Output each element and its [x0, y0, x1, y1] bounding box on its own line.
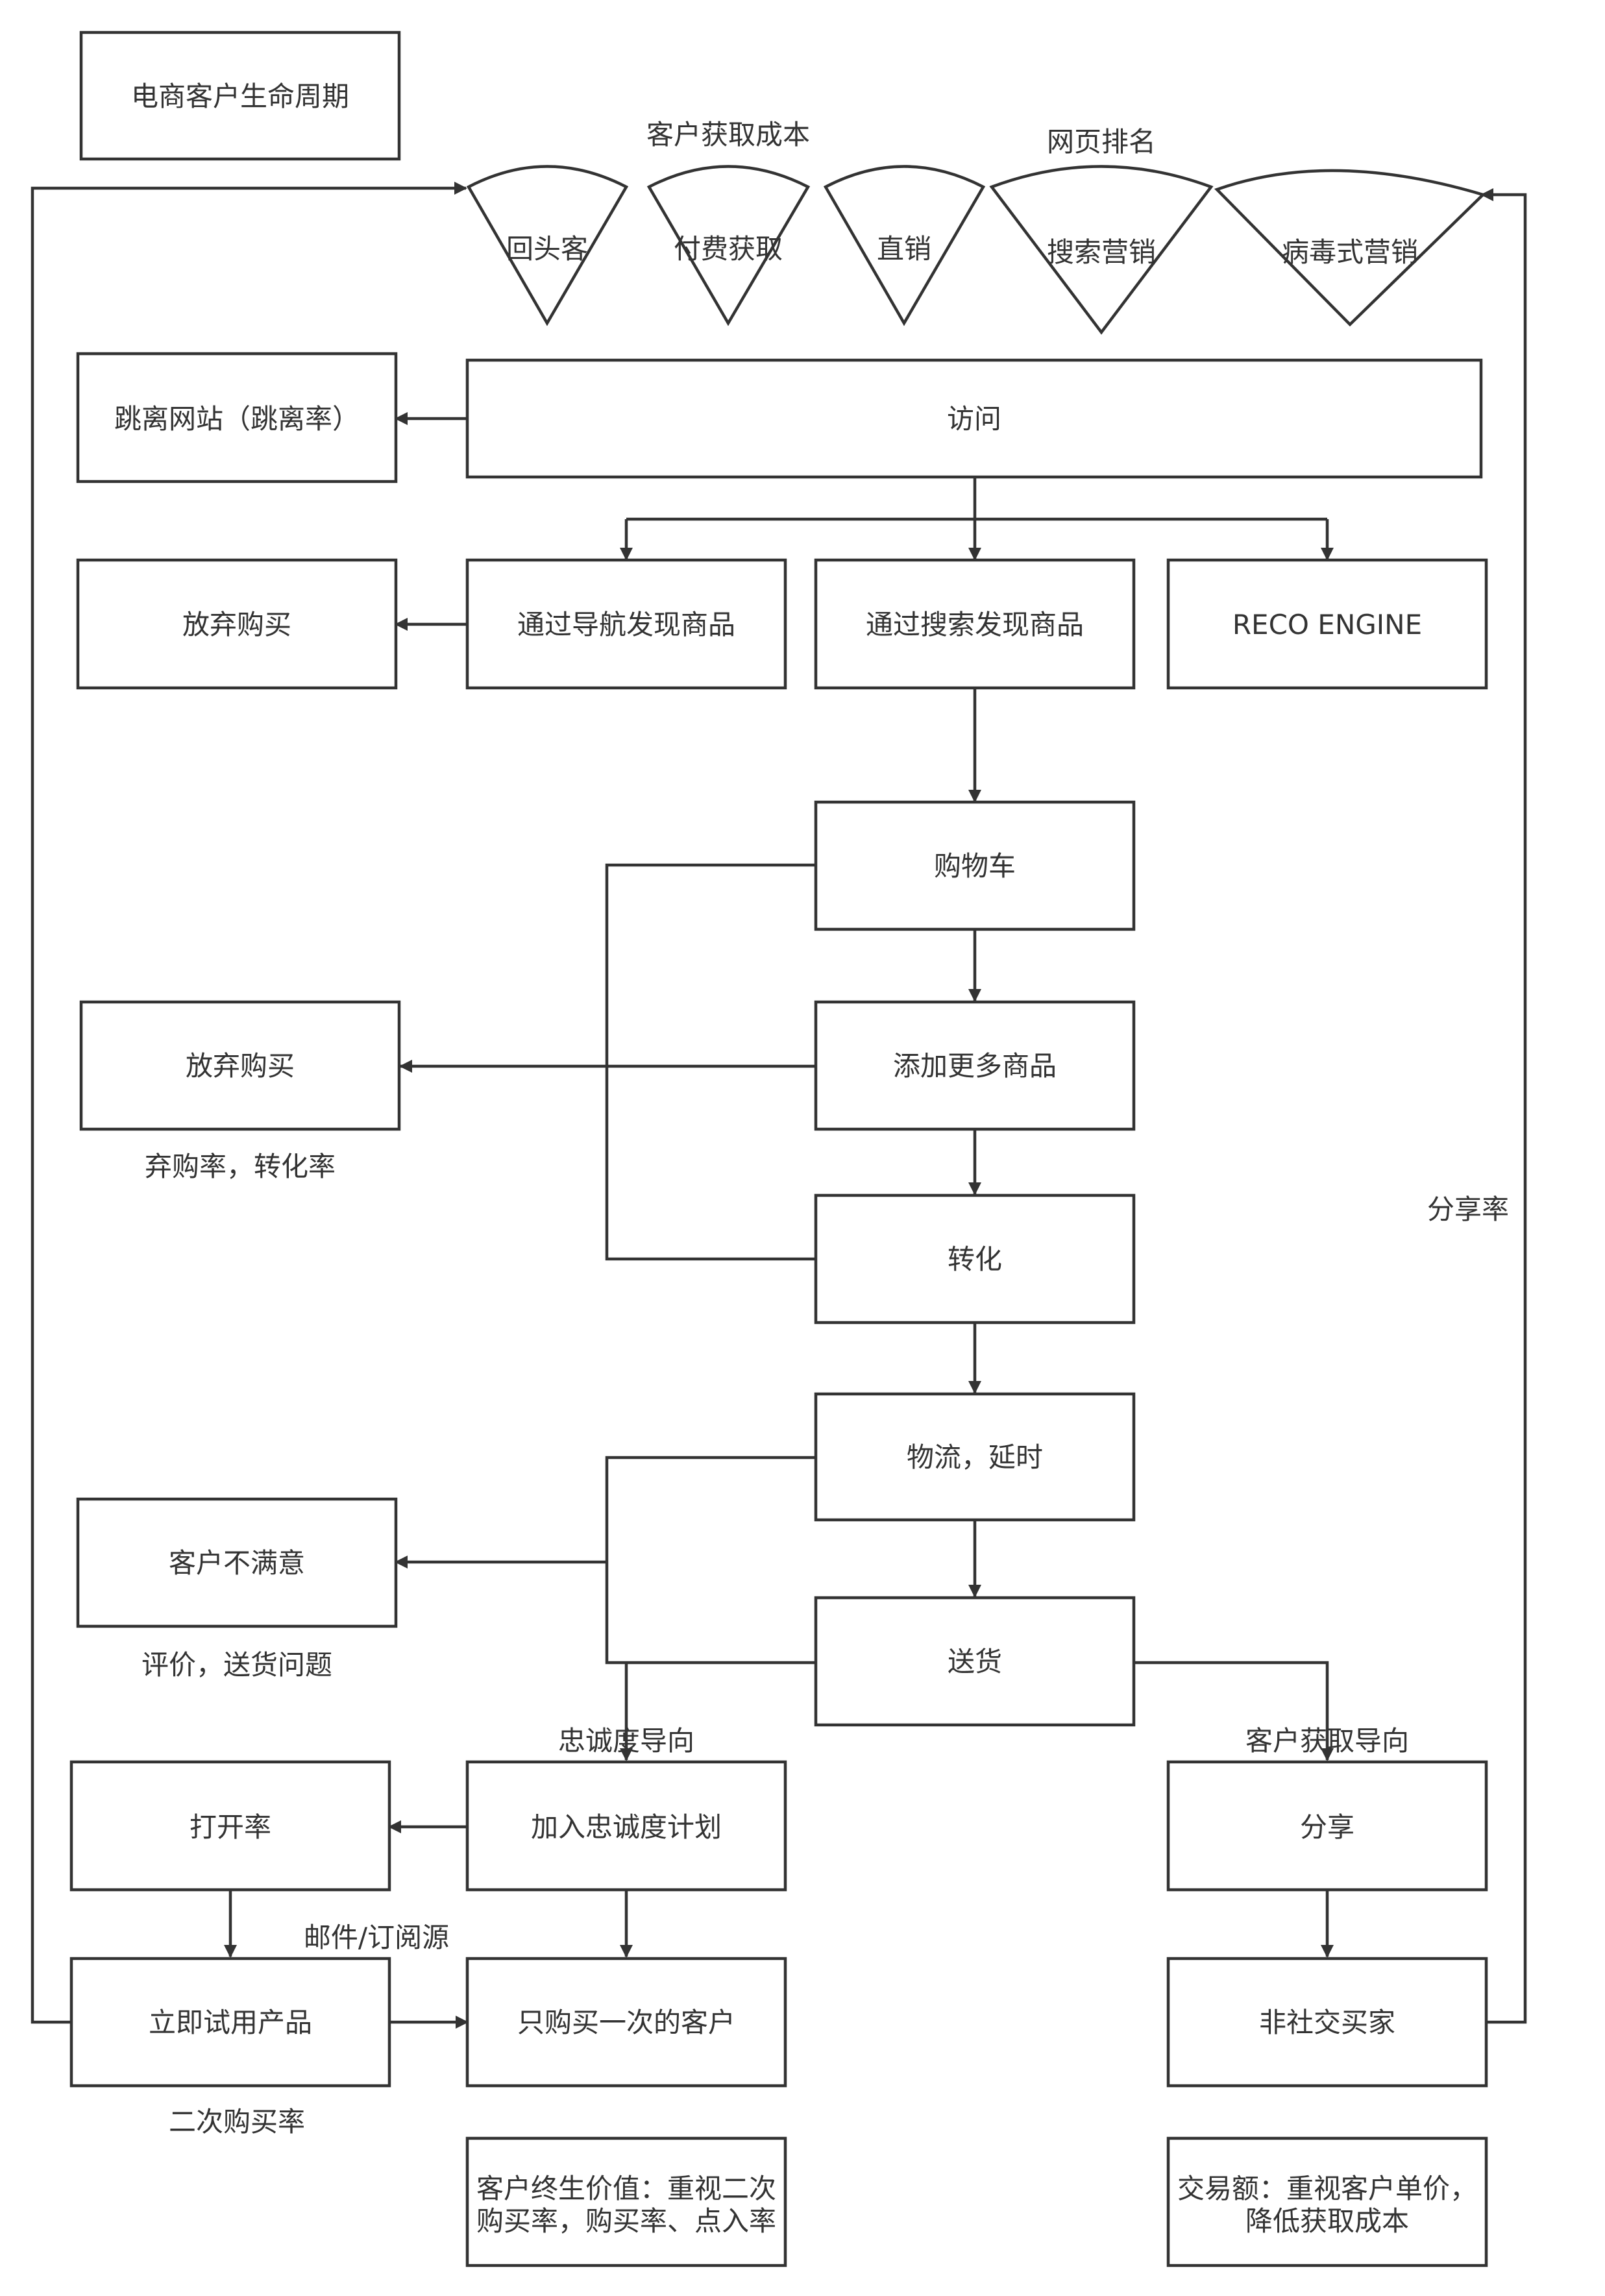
channel-viral: 病毒式营销 [1214, 169, 1486, 327]
edge-loop-returning [31, 181, 468, 2024]
box-unsatisfied-label: 客户不满意 [169, 1547, 305, 1579]
box-visit-label: 访问 [947, 403, 1001, 435]
edge-cart-bracket [605, 863, 816, 1261]
label-acquisition-cost: 客户获取成本 [646, 119, 810, 151]
box-gmv-line1: 交易额：重视客户单价， [1177, 2173, 1477, 2204]
label-share-rate: 分享率 [1427, 1193, 1509, 1225]
box-loyalty-plan: 加入忠诚度计划 [465, 1760, 787, 1892]
channel-returning: 回头客 [466, 165, 629, 326]
box-try-now: 立即试用产品 [69, 1957, 391, 2088]
box-bounce-label: 跳离网站（跳离率） [114, 403, 360, 435]
box-open-rate-label: 打开率 [190, 1811, 271, 1843]
channel-paid-label: 付费获取 [674, 233, 783, 265]
label-page-rank: 网页排名 [1047, 126, 1156, 158]
box-delivery: 送货 [814, 1596, 1136, 1727]
box-add-more-label: 添加更多商品 [893, 1050, 1057, 1082]
box-abandon-2-label: 放弃购买 [186, 1050, 295, 1082]
box-non-social-label: 非社交买家 [1259, 2007, 1395, 2038]
box-gmv-line2: 降低获取成本 [1245, 2205, 1409, 2237]
box-clv-line1: 客户终生价值：重视二次 [476, 2173, 776, 2204]
channel-viral-label: 病毒式营销 [1282, 236, 1418, 268]
box-share: 分享 [1166, 1760, 1488, 1892]
box-search: 通过搜索发现商品 [814, 558, 1136, 690]
box-search-label: 通过搜索发现商品 [866, 609, 1084, 641]
box-one-time: 只购买一次的客户 [465, 1957, 787, 2088]
box-bounce: 跳离网站（跳离率） [76, 352, 398, 483]
title-box: 电商客户生命周期 [79, 31, 401, 161]
channel-funnels: 回头客 付费获取 直销 搜索营销 病毒式营销 [466, 165, 1486, 335]
box-abandon-1-label: 放弃购买 [182, 609, 291, 641]
channel-returning-label: 回头客 [506, 233, 588, 265]
box-cart-label: 购物车 [934, 850, 1016, 882]
box-gmv: 交易额：重视客户单价， 降低获取成本 [1166, 2136, 1488, 2267]
channel-search: 搜索营销 [989, 165, 1214, 335]
label-acquisition-oriented: 客户获取导向 [1245, 1725, 1409, 1757]
box-abandon-2: 放弃购买 [79, 1000, 401, 1131]
channel-direct: 直销 [823, 165, 986, 326]
label-repurchase-rate: 二次购买率 [169, 2106, 305, 2138]
label-bounce-note: 弃购率，转化率 [145, 1151, 336, 1182]
edge-loop-viral [1480, 188, 1527, 2024]
box-reco-label: RECO ENGINE [1232, 609, 1422, 641]
box-clv: 客户终生价值：重视二次 购买率，购买率、点入率 [465, 2136, 787, 2267]
box-share-label: 分享 [1300, 1811, 1354, 1843]
box-add-more: 添加更多商品 [814, 1000, 1136, 1131]
label-email-source: 邮件/订阅源 [304, 1922, 449, 1953]
box-unsatisfied: 客户不满意 [76, 1497, 398, 1628]
edge-logistics-bracket [605, 1456, 816, 1665]
box-delivery-label: 送货 [948, 1646, 1002, 1678]
box-reco: RECO ENGINE [1166, 558, 1488, 690]
box-open-rate: 打开率 [69, 1760, 391, 1892]
diagram-title: 电商客户生命周期 [131, 80, 349, 112]
label-loyalty-oriented: 忠诚度导向 [558, 1725, 694, 1757]
box-non-social: 非社交买家 [1166, 1957, 1488, 2088]
annotations: 客户获取成本 网页排名 弃购率，转化率 评价，送货问题 忠诚度导向 客户获取导向… [141, 119, 1509, 2138]
box-convert: 转化 [814, 1193, 1136, 1325]
box-nav-label: 通过导航发现商品 [517, 609, 735, 641]
box-try-now-label: 立即试用产品 [149, 2007, 312, 2038]
box-abandon-1: 放弃购买 [76, 558, 398, 690]
connectors [31, 181, 1527, 2029]
box-loyalty-plan-label: 加入忠诚度计划 [531, 1811, 722, 1843]
edge-delivery-share [1133, 1661, 1334, 1762]
channel-paid: 付费获取 [646, 165, 811, 326]
box-nav: 通过导航发现商品 [465, 558, 787, 690]
box-convert-label: 转化 [948, 1243, 1002, 1275]
boxes: 电商客户生命周期 访问 跳离网站（跳离率） 放弃购买 通过导航发现商品 通过搜索… [69, 31, 1488, 2267]
box-visit: 访问 [465, 358, 1483, 479]
box-cart: 购物车 [814, 800, 1136, 931]
box-clv-line2: 购买率，购买率、点入率 [476, 2205, 776, 2237]
box-logistics-label: 物流，延时 [907, 1441, 1043, 1473]
label-review-note: 评价，送货问题 [141, 1649, 332, 1681]
box-logistics: 物流，延时 [814, 1392, 1136, 1522]
channel-direct-label: 直销 [877, 233, 931, 265]
channel-search-label: 搜索营销 [1047, 236, 1156, 268]
box-one-time-label: 只购买一次的客户 [517, 2007, 735, 2038]
